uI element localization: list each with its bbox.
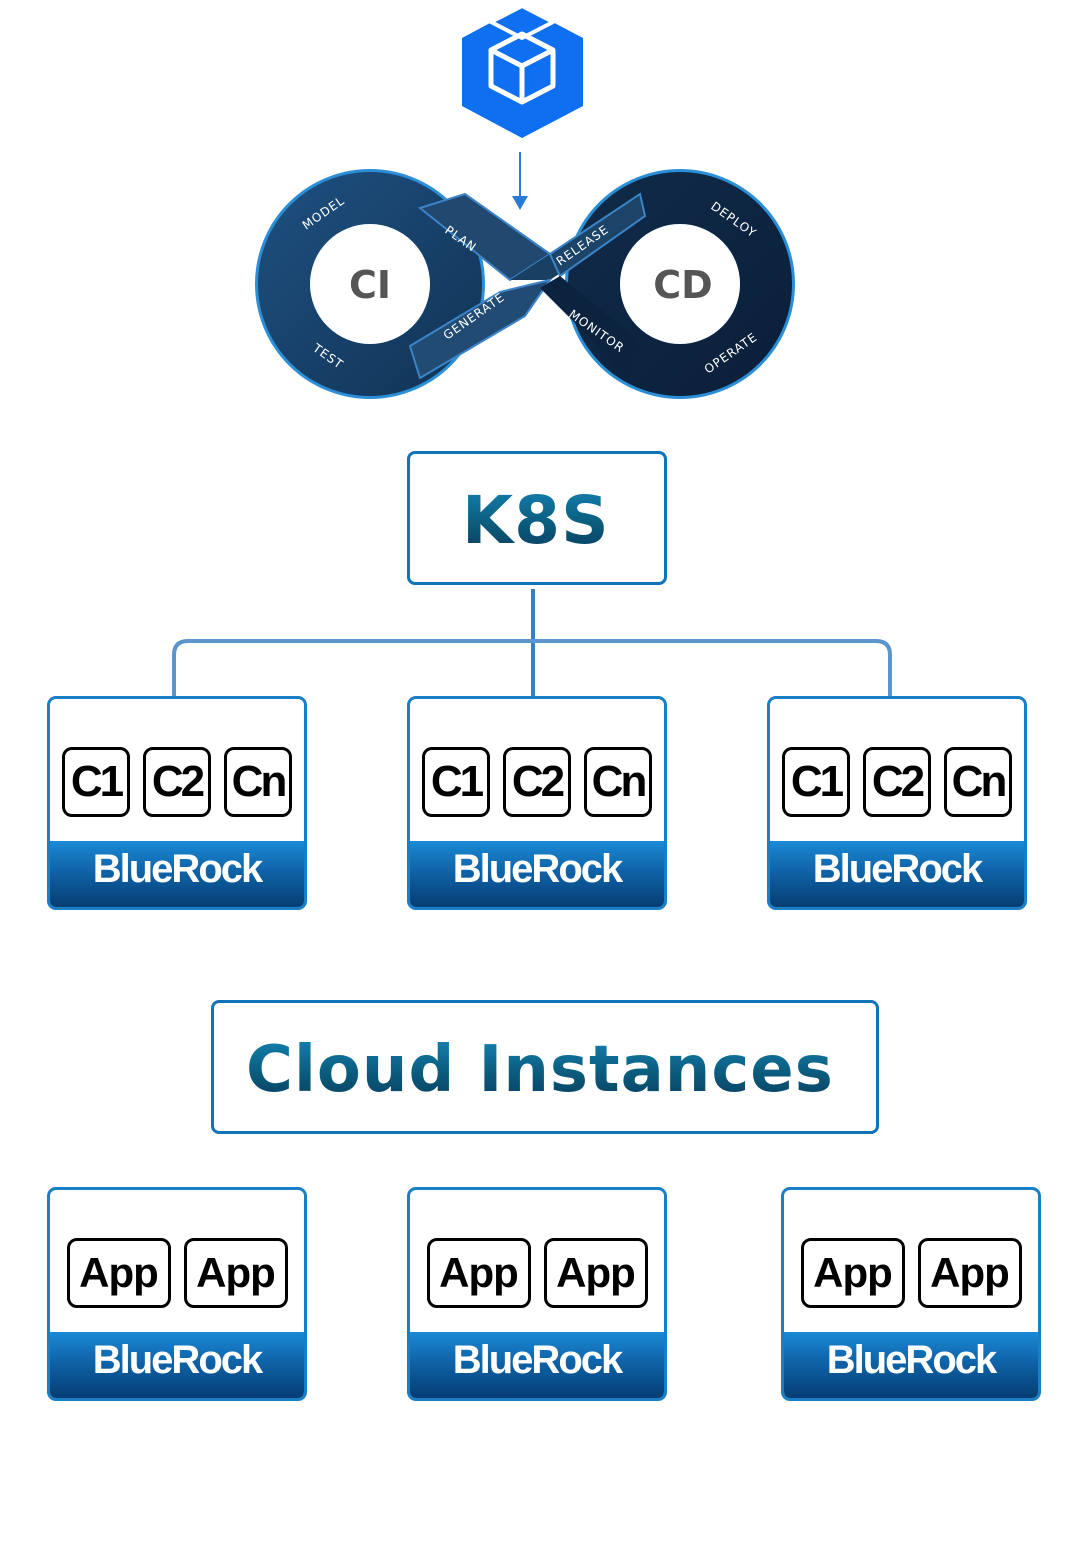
cloud-node-card: App App BlueRock	[407, 1187, 667, 1401]
down-arrow-icon	[512, 152, 528, 210]
app-chip: App	[800, 1238, 905, 1308]
app-chip: App	[917, 1238, 1022, 1308]
cd-label: CD	[653, 263, 712, 307]
k8s-title: K8S	[462, 482, 610, 559]
cube-logo-icon	[462, 4, 583, 138]
brand-label: BlueRock	[826, 1338, 998, 1382]
brand-label: BlueRock	[92, 847, 264, 891]
cloud-instances-box: Cloud Instances	[211, 1000, 879, 1134]
brand-band: BlueRock	[50, 841, 304, 907]
container-chip: C2	[863, 747, 931, 817]
k8s-node-card: C1 C2 Cn BlueRock	[47, 696, 307, 910]
brand-band: BlueRock	[784, 1332, 1038, 1398]
cloud-node-card: App App BlueRock	[47, 1187, 307, 1401]
ci-cd-loop-diagram: CI CD MODEL TEST PLAN GENERATE RELEASE M…	[255, 169, 795, 399]
app-chip: App	[66, 1238, 171, 1308]
container-chip: C2	[143, 747, 211, 817]
app-chip: App	[426, 1238, 531, 1308]
k8s-node-card: C1 C2 Cn BlueRock	[767, 696, 1027, 910]
brand-band: BlueRock	[770, 841, 1024, 907]
container-chip: C1	[62, 747, 130, 817]
tree-connector	[172, 589, 892, 699]
container-chip: C2	[503, 747, 571, 817]
app-chip: App	[543, 1238, 648, 1308]
brand-label: BlueRock	[452, 847, 624, 891]
ci-label: CI	[349, 263, 391, 307]
container-chip: Cn	[224, 747, 292, 817]
brand-label: BlueRock	[92, 1338, 264, 1382]
app-chip: App	[183, 1238, 288, 1308]
cloud-node-card: App App BlueRock	[781, 1187, 1041, 1401]
brand-label: BlueRock	[812, 847, 984, 891]
container-chip: C1	[782, 747, 850, 817]
container-chip: Cn	[944, 747, 1012, 817]
brand-band: BlueRock	[50, 1332, 304, 1398]
brand-band: BlueRock	[410, 1332, 664, 1398]
k8s-box: K8S	[407, 451, 667, 585]
brand-label: BlueRock	[452, 1338, 624, 1382]
container-chip: C1	[422, 747, 490, 817]
k8s-node-card: C1 C2 Cn BlueRock	[407, 696, 667, 910]
brand-band: BlueRock	[410, 841, 664, 907]
container-chip: Cn	[584, 747, 652, 817]
cloud-title: Cloud Instances	[246, 1033, 834, 1107]
